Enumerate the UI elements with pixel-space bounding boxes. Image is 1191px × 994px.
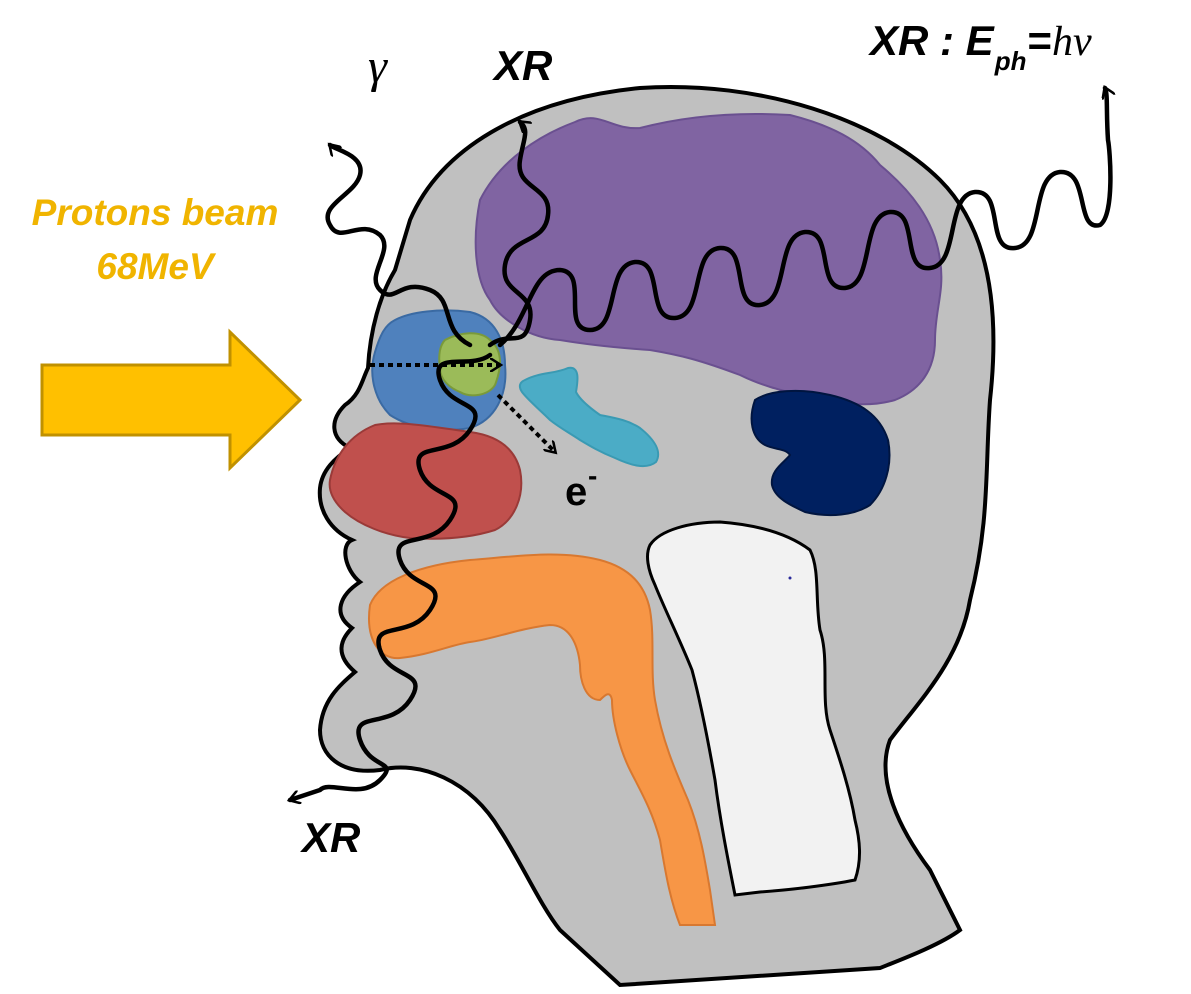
xr-bottom-label: XR bbox=[300, 814, 361, 861]
gamma-label: γ bbox=[368, 40, 388, 93]
beam-label-line2: 68MeV bbox=[96, 246, 217, 287]
right-arrow-icon bbox=[42, 332, 300, 468]
xr-top-label: XR bbox=[492, 42, 553, 89]
formula-subscript: ph bbox=[994, 46, 1027, 76]
small-dot bbox=[789, 577, 792, 580]
beam-label-line1: Protons beam bbox=[32, 192, 279, 233]
formula-hv: hν bbox=[1052, 19, 1092, 65]
formula-prefix: XR : E bbox=[868, 17, 996, 64]
formula-equals: = bbox=[1027, 17, 1052, 64]
electron-superscript: - bbox=[588, 460, 597, 491]
xr-energy-formula: XR : E ph = hν bbox=[868, 17, 1092, 76]
electron-label: e bbox=[565, 470, 587, 514]
